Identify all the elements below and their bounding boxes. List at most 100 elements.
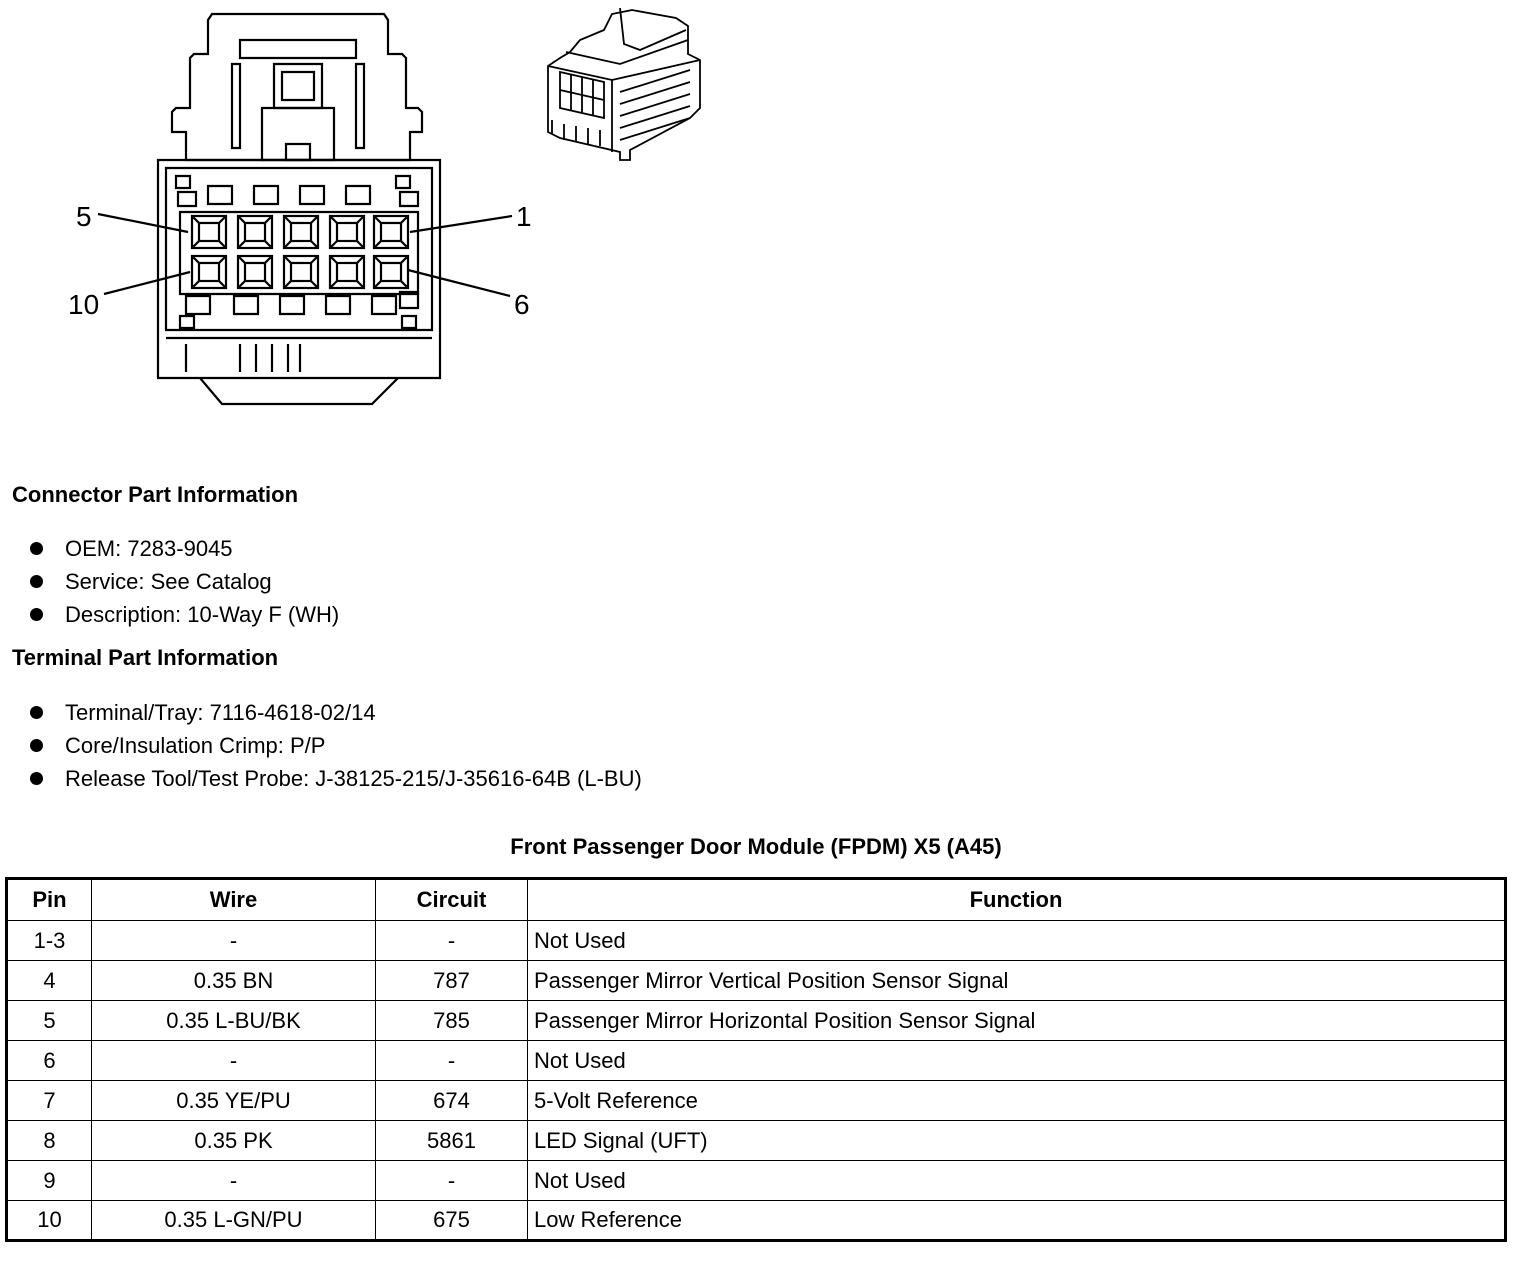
cell-circuit: - [375,1040,528,1081]
header-wire: Wire [91,878,376,921]
info-text: Terminal/Tray: 7116-4618-02/14 [65,700,376,725]
connector-part-information-heading: Connector Part Information [12,482,299,507]
cavity-bevel [400,255,409,264]
cavity-bevel [191,240,200,249]
connector-drawing: 5 1 10 6 [68,7,701,406]
cavity-bevel [218,215,227,224]
bullet-icon [30,739,43,752]
cavity-bevel [373,215,382,224]
bullet-icon [30,608,43,621]
terminal-part-information-heading: Terminal Part Information [12,645,279,670]
cavity-bevel [400,240,409,249]
pin-table: Pin Wire Circuit Function 1-3 - - Not Us… [5,877,1507,1242]
cell-pin: 8 [6,1120,92,1161]
cavity-bevel [283,255,292,264]
terminal-cavity [236,214,274,250]
connector-part-information-list: OEM: 7283-9045 Service: See Catalog Desc… [26,532,339,631]
cavity-bevel [329,240,338,249]
list-item: Service: See Catalog [26,565,339,598]
cavity-bevel [310,215,319,224]
cell-circuit: 5861 [375,1120,528,1161]
cavity-bevel [329,215,338,224]
cavity-bevel [264,240,273,249]
cavity-bevel [191,215,200,224]
cavity-bevel [356,240,365,249]
cavity-bevel [356,215,365,224]
terminal-cavity [190,254,228,290]
info-text: Release Tool/Test Probe: J-38125-215/J-3… [65,766,642,791]
pin-callout-1: 1 [516,201,532,232]
cell-wire: - [91,920,376,961]
cell-pin: 1-3 [6,920,92,961]
cell-wire: 0.35 L-GN/PU [91,1200,376,1241]
terminal-part-information-list: Terminal/Tray: 7116-4618-02/14 Core/Insu… [26,696,642,795]
bullet-icon [30,772,43,785]
terminal-cavity [328,254,366,290]
header-circuit: Circuit [375,878,528,921]
cavity-bevel [400,280,409,289]
cavity-bevel [218,255,227,264]
cavity-bevel [400,215,409,224]
header-function: Function [527,878,1506,921]
cell-function: LED Signal (UFT) [527,1120,1506,1161]
cavity-bevel [283,280,292,289]
cell-function: Passenger Mirror Horizontal Position Sen… [527,1000,1506,1041]
cavity-bevel [310,280,319,289]
cell-circuit: - [375,1160,528,1201]
cavity-bevel [237,280,246,289]
cell-function: Not Used [527,1040,1506,1081]
pin-callout-5: 5 [76,201,92,232]
cavity-bevel [237,240,246,249]
pin-callout-6: 6 [514,289,530,320]
cavity-bevel [191,255,200,264]
bullet-icon [30,706,43,719]
terminal-cavity-inner [335,221,359,243]
cavity-bevel [373,280,382,289]
terminal-cavity [282,214,320,250]
terminal-cavity [190,214,228,250]
cell-wire: 0.35 YE/PU [91,1080,376,1121]
cavity-bevel [218,280,227,289]
list-item: Release Tool/Test Probe: J-38125-215/J-3… [26,762,642,795]
cell-function: 5-Volt Reference [527,1080,1506,1121]
terminal-cavity-inner [197,221,221,243]
header-pin: Pin [6,878,92,921]
cell-wire: 0.35 L-BU/BK [91,1000,376,1041]
bullet-icon [30,575,43,588]
table-row: 4 0.35 BN 787 Passenger Mirror Vertical … [6,960,1506,1001]
cell-circuit: 785 [375,1000,528,1041]
cavity-bevel [218,240,227,249]
cell-pin: 6 [6,1040,92,1081]
connector-face-view [97,12,513,406]
table-row: 9 - - Not Used [6,1160,1506,1201]
cavity-bevel [264,280,273,289]
terminal-cavity-inner [197,261,221,283]
table-row: 6 - - Not Used [6,1040,1506,1081]
cell-pin: 10 [6,1200,92,1241]
terminal-cavity-inner [335,261,359,283]
cell-circuit: 675 [375,1200,528,1241]
terminal-cavity-inner [379,221,403,243]
cavity-bevel [264,255,273,264]
cavity-bevel [191,280,200,289]
cell-pin: 4 [6,960,92,1001]
cell-wire: 0.35 BN [91,960,376,1001]
terminal-cavity-inner [243,261,267,283]
table-header-row: Pin Wire Circuit Function [6,878,1506,921]
table-title: Front Passenger Door Module (FPDM) X5 (A… [510,834,1002,859]
terminal-cavity-inner [289,221,313,243]
cell-circuit: 787 [375,960,528,1001]
connector-isometric-view [547,7,701,161]
info-text: Description: 10-Way F (WH) [65,602,340,627]
cavity-bevel [373,255,382,264]
cavity-bevel [283,215,292,224]
pin-cavities [190,214,410,290]
info-text: Core/Insulation Crimp: P/P [65,733,326,758]
terminal-cavity [282,254,320,290]
terminal-cavity-inner [289,261,313,283]
cell-pin: 7 [6,1080,92,1121]
table-row: 7 0.35 YE/PU 674 5-Volt Reference [6,1080,1506,1121]
cavity-bevel [264,215,273,224]
bullet-icon [30,542,43,555]
pin-callout-10: 10 [68,289,99,320]
